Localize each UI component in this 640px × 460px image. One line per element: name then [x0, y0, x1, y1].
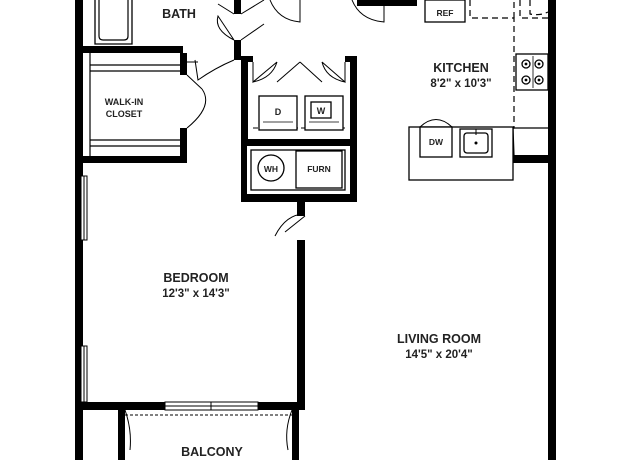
bath-closet-door-swing	[194, 59, 235, 81]
hall-door-swing-left	[269, 0, 301, 23]
balcony-left-wall	[118, 410, 125, 460]
closet-label-line2: CLOSET	[106, 109, 143, 119]
dishwasher	[419, 126, 453, 158]
kitchen-counter-right	[519, 0, 548, 19]
bedroom-door-swing	[274, 213, 306, 237]
bath-right-wall-mid	[234, 40, 241, 60]
bedroom-dimensions: 12'3" x 14'3"	[162, 288, 230, 300]
right-exterior-wall	[548, 0, 556, 460]
utility-bottom-wall	[241, 194, 357, 202]
kitchen-counter-base	[512, 127, 548, 156]
kitchen-right-step-wall	[513, 155, 556, 163]
bedroom-label: BEDROOM	[163, 271, 228, 285]
walls	[75, 0, 556, 460]
room-labels: BATH KITCHEN 8'2" x 10'3" WALK-IN CLOSET…	[105, 7, 492, 459]
balcony-label: BALCONY	[181, 445, 243, 459]
kitchen-top-wall-left	[357, 0, 417, 6]
closet-bottom-wall	[83, 156, 187, 163]
balcony-fixtures	[124, 409, 293, 451]
kitchen-label: KITCHEN	[433, 61, 489, 75]
dishwasher-label: DW	[429, 137, 444, 147]
stove	[515, 53, 549, 91]
water-heater-label: WH	[264, 164, 278, 174]
bath-bottom-wall	[83, 46, 183, 53]
water-heater	[257, 154, 285, 182]
refrigerator-label: REF	[437, 8, 454, 18]
laundry-door-left	[252, 61, 278, 84]
laundry-door-right	[321, 61, 346, 84]
bath-fixtures	[94, 0, 385, 45]
bath-label: BATH	[162, 7, 196, 21]
balcony-right-wall	[292, 410, 299, 460]
kitchen-fixtures: REF DW	[408, 0, 549, 181]
closet-right-wall-lower	[180, 128, 187, 158]
dryer	[258, 95, 298, 131]
bathtub	[94, 0, 133, 45]
laundry-left-wall	[241, 56, 248, 146]
washer-lid	[310, 101, 332, 119]
bathtub-inner	[98, 0, 129, 41]
refrigerator	[424, 0, 466, 23]
balcony-top-wall-left	[83, 402, 165, 410]
laundry-fixtures: D W	[252, 61, 346, 131]
washer-label: W	[317, 106, 326, 116]
bath-door-swing	[216, 3, 235, 41]
bedroom-right-wall	[297, 240, 305, 408]
living-room-dimensions: 14'5" x 20'4"	[405, 349, 473, 361]
hall-door-swing-right	[351, 0, 385, 23]
closet-door-leaf	[186, 74, 203, 90]
bedroom-right-wall-top	[297, 202, 305, 216]
laundry-bottom-wall	[241, 139, 357, 146]
balcony-right-swing	[286, 409, 293, 451]
balcony-left-swing	[124, 409, 131, 451]
closet-label-line1: WALK-IN	[105, 97, 144, 107]
dishwasher-door-swing	[419, 119, 453, 128]
windows	[80, 175, 259, 411]
utility-fixtures: WH FURN	[250, 149, 346, 237]
balcony-top-wall-right	[258, 402, 305, 410]
bedroom-door-leaf	[284, 215, 306, 233]
laundry-right-wall	[350, 56, 357, 202]
dryer-label: D	[275, 107, 282, 117]
left-exterior-wall	[75, 0, 83, 460]
utility-left-wall	[241, 146, 247, 202]
kitchen-dimensions: 8'2" x 10'3"	[430, 78, 491, 90]
living-room-label: LIVING ROOM	[397, 332, 481, 346]
furnace	[295, 150, 343, 189]
closet-right-wall-upper	[180, 53, 187, 75]
closet-fixtures	[89, 53, 235, 156]
bath-right-wall-top	[234, 0, 241, 14]
furnace-label: FURN	[307, 164, 331, 174]
laundry-door-center	[276, 61, 323, 83]
closet-door-swing	[186, 88, 207, 129]
